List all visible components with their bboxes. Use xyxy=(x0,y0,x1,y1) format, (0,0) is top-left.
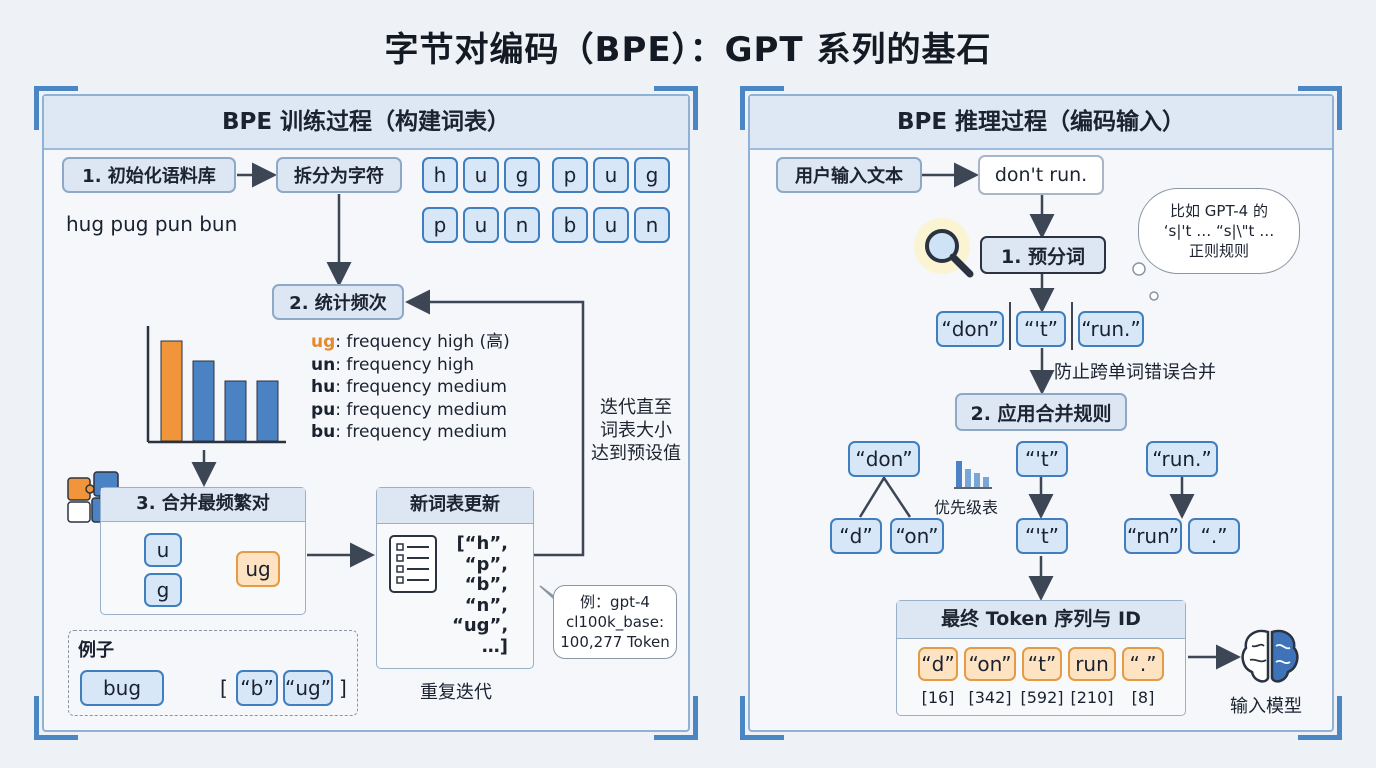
char-token: g xyxy=(504,157,540,193)
repeat-label: 重复迭代 xyxy=(420,682,492,703)
char-token: u xyxy=(463,157,499,193)
iterate-note: 迭代直至 词表大小 达到预设值 xyxy=(591,397,681,464)
char-token: g xyxy=(634,157,670,193)
example-token: “b” xyxy=(236,670,278,706)
word-token: “'t” xyxy=(1016,441,1068,477)
char-token: “.” xyxy=(1188,518,1240,554)
magnifier-icon xyxy=(914,218,974,278)
word-token: “'t” xyxy=(1016,518,1068,554)
frequency-bar xyxy=(224,380,247,442)
frequency-bar xyxy=(160,340,183,442)
char-token: u xyxy=(463,207,499,243)
char-token: p xyxy=(552,157,588,193)
frequency-bar xyxy=(192,360,215,442)
model-label: 输入模型 xyxy=(1230,696,1302,717)
corner-decoration xyxy=(654,86,698,130)
token-id: [8] xyxy=(1131,688,1155,707)
priority-label: 优先级表 xyxy=(934,498,999,517)
example-token: “ug” xyxy=(283,670,333,706)
split-chars-step: 拆分为字符 xyxy=(276,157,402,193)
char-token: h xyxy=(422,157,458,193)
final-sequence-title: 最终 Token 序列与 ID xyxy=(897,601,1185,639)
input-text-box: don't run. xyxy=(978,155,1104,195)
pre-token: “'t” xyxy=(1016,311,1066,347)
frequency-item: pu: frequency medium xyxy=(311,399,507,420)
priority-chart-icon xyxy=(954,461,992,489)
corner-decoration xyxy=(1298,696,1342,740)
example-bracket-open: [ xyxy=(220,676,228,700)
char-token: u xyxy=(593,157,629,193)
corner-decoration xyxy=(654,696,698,740)
brain-icon xyxy=(1241,629,1299,683)
page-title: 字节对编码（BPE）：GPT 系列的基石 xyxy=(384,30,992,70)
token-id: [342] xyxy=(968,688,1012,707)
vocab-list: [“h”, “p”, “b”, “n”, “ug”, …] xyxy=(452,533,509,657)
word-token: “run.” xyxy=(1146,441,1218,477)
frequency-item: un: frequency high xyxy=(311,354,475,375)
user-input-label: 用户输入文本 xyxy=(776,157,922,193)
merge-step-title: 3. 合并最频繁对 xyxy=(101,488,305,522)
corner-decoration xyxy=(34,696,78,740)
pre-tokenize-step: 1. 预分词 xyxy=(980,236,1106,274)
corner-decoration xyxy=(740,696,784,740)
final-token: “d” xyxy=(918,647,958,681)
frequency-list: ug: frequency high (高) un: frequency hig… xyxy=(311,331,510,444)
frequency-item: bu: frequency medium xyxy=(311,422,507,442)
merge-input-token: u xyxy=(144,533,182,567)
frequency-bar xyxy=(256,380,279,442)
corner-decoration xyxy=(34,86,78,130)
char-token: n xyxy=(504,207,540,243)
frequency-item: ug: frequency high (高) xyxy=(311,332,510,352)
corpus-text: hug pug pun bun xyxy=(66,212,238,236)
frequency-item: hu: frequency medium xyxy=(311,377,507,397)
frequency-bar-chart xyxy=(146,326,286,444)
training-panel-title: BPE 训练过程（构建词表） xyxy=(44,96,688,150)
final-token: “on” xyxy=(964,647,1016,681)
subword-token: “on” xyxy=(890,518,944,554)
pre-token: “run.” xyxy=(1078,311,1144,347)
char-token: n xyxy=(634,207,670,243)
init-corpus-step: 1. 初始化语料库 xyxy=(62,157,236,193)
char-token: “d” xyxy=(830,518,882,554)
apply-merge-step: 2. 应用合并规则 xyxy=(955,393,1127,431)
vocab-update-title: 新词表更新 xyxy=(377,488,533,524)
char-token: u xyxy=(593,207,629,243)
corner-decoration xyxy=(740,86,784,130)
inference-panel-title: BPE 推理过程（编码输入） xyxy=(750,96,1332,150)
prevent-note: 防止跨单词错误合并 xyxy=(1054,362,1216,383)
merged-token: ug xyxy=(236,551,280,587)
merge-input-token: g xyxy=(144,573,182,607)
list-icon xyxy=(389,535,437,593)
final-token: run xyxy=(1068,647,1116,681)
char-token: b xyxy=(552,207,588,243)
regex-cloud-note: 比如 GPT-4 的 ‘s|'t … “s|\"t … 正则规则 xyxy=(1138,188,1300,274)
vocab-size-note: 例：gpt-4 cl100k_base: 100,277 Token xyxy=(553,585,677,659)
count-frequency-step: 2. 统计频次 xyxy=(272,284,404,320)
final-token: “.” xyxy=(1122,647,1164,681)
example-bracket-close: ] xyxy=(339,676,347,700)
token-id: [16] xyxy=(921,688,955,707)
pre-token: “don” xyxy=(936,311,1004,347)
corner-decoration xyxy=(1298,86,1342,130)
char-token: p xyxy=(422,207,458,243)
word-token: “don” xyxy=(848,441,920,477)
token-id: [210] xyxy=(1070,688,1114,707)
token-id: [592] xyxy=(1020,688,1064,707)
subword-token: “run” xyxy=(1124,518,1182,554)
example-title: 例子 xyxy=(78,640,114,661)
example-word: bug xyxy=(80,670,164,706)
final-token: “t” xyxy=(1022,647,1062,681)
